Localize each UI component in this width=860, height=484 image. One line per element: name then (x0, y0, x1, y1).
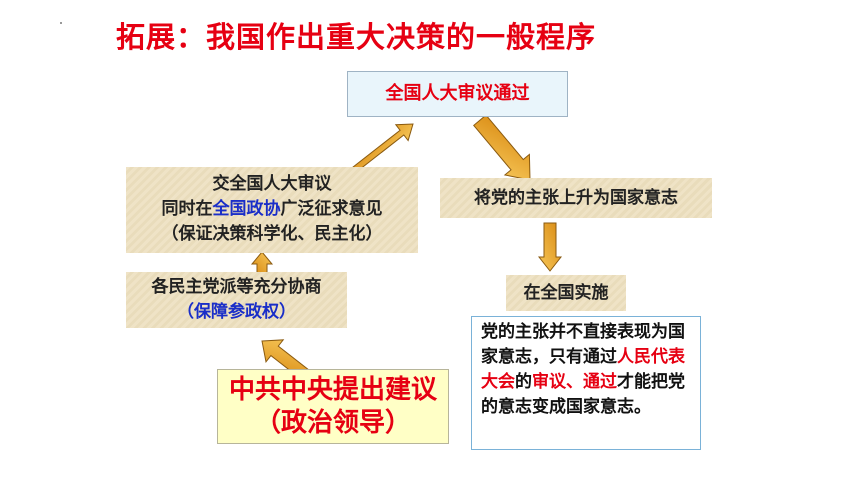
step-party-consultation: 各民主党派等充分协商 （保障参政权） (126, 272, 347, 328)
mid-line-2: （保障参政权） (177, 302, 296, 322)
mid-line-1: 各民主党派等充分协商 (151, 277, 322, 297)
decorative-dot (60, 22, 62, 24)
arrow-top-to-right (473, 114, 531, 181)
page-title: 拓展：我国作出重大决策的一般程序 (116, 20, 597, 54)
left-line-3: （保证决策科学化、民主化） (161, 224, 383, 244)
step-state-will: 将党的主张上升为国家意志 (440, 178, 712, 218)
arrow-mid-to-left (250, 251, 274, 275)
explanation-note: 党的主张并不直接表现为国家意志，只有通过人民代表大会的审议、通过才能把党的意志变… (471, 316, 701, 450)
cppcc-emphasis: 全国政协 (212, 199, 281, 219)
bottom-line-2: （政治领导） (254, 408, 411, 438)
note-emphasis-npc: 人民代表大会 (481, 347, 685, 392)
step-cpc-proposal: 中共中央提出建议 （政治领导） (217, 369, 449, 444)
bottom-line-1: 中共中央提出建议 (228, 375, 437, 405)
note-emphasis-review: 审议、通过 (532, 372, 617, 392)
step-nationwide-implementation: 在全国实施 (506, 275, 626, 311)
step-npc-approval: 全国人大审议通过 (347, 71, 568, 117)
left-line-1: 交全国人大审议 (212, 174, 332, 194)
left-line-2: 同时在全国政协广泛征求意见 (161, 199, 383, 219)
arrow-right-to-implement (537, 222, 563, 272)
step-npc-review-cppcc-consultation: 交全国人大审议 同时在全国政协广泛征求意见 （保证决策科学化、民主化） (126, 167, 418, 253)
